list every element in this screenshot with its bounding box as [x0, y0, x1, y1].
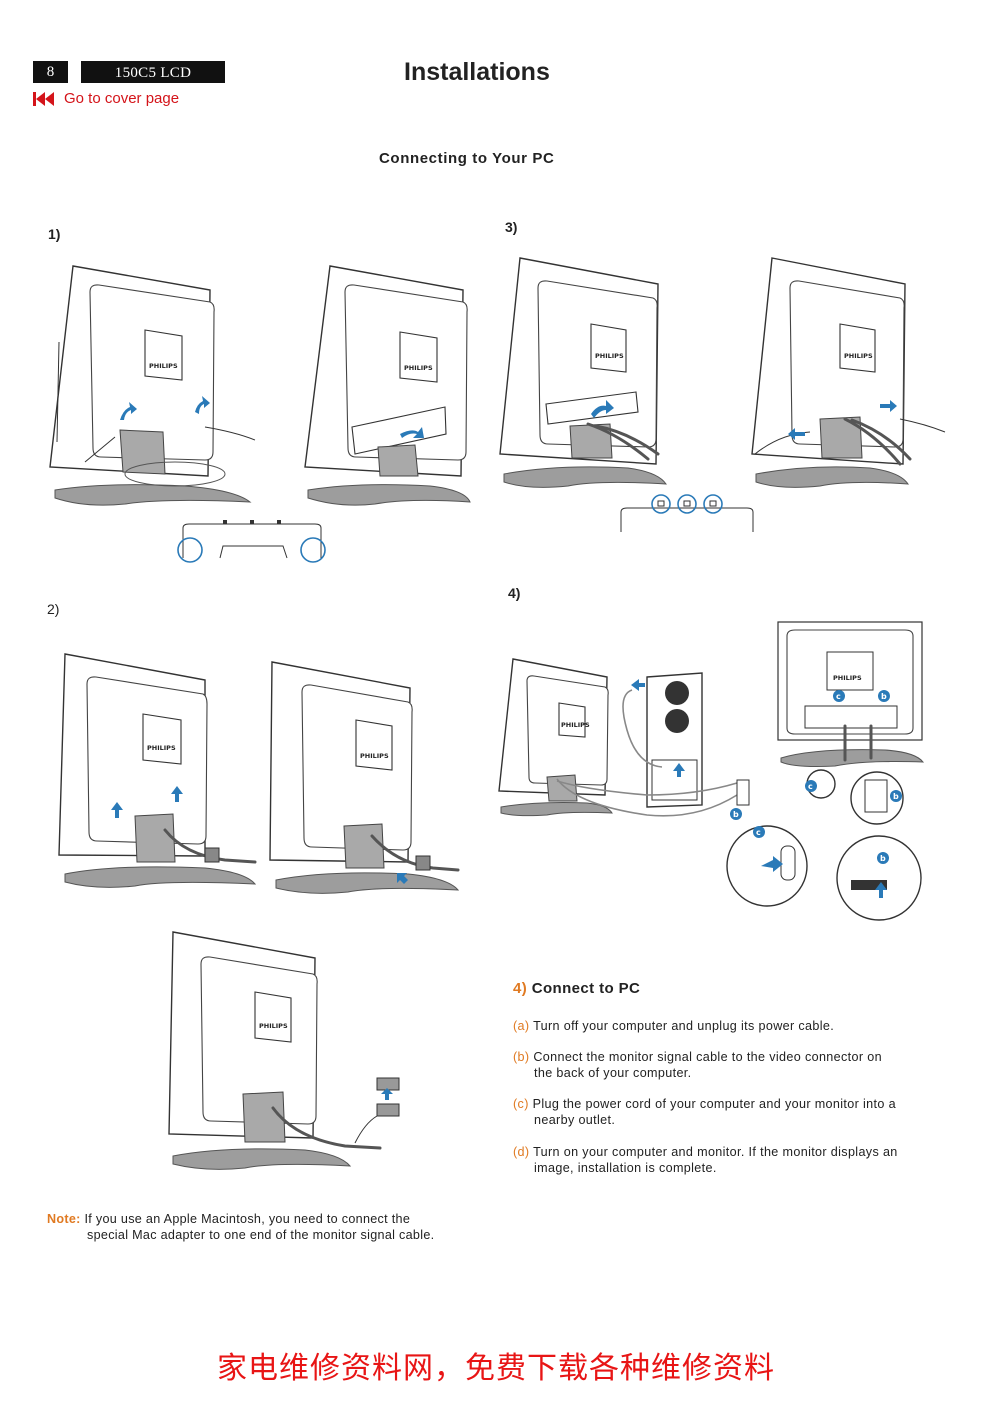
- connect-heading: 4) Connect to PC: [513, 980, 640, 997]
- brand-logo-text: PHILIPS: [561, 721, 590, 729]
- instruction-label: (d): [513, 1145, 530, 1159]
- step3-cover-detail-illustration: [620, 494, 754, 532]
- page-number: 8: [33, 61, 68, 83]
- note-text-continued: special Mac adapter to one end of the mo…: [87, 1228, 435, 1242]
- note-text: If you use an Apple Macintosh, you need …: [84, 1212, 411, 1226]
- instruction-item-d: (d) Turn on your computer and monitor. I…: [513, 1144, 933, 1176]
- brand-logo-text: PHILIPS: [360, 752, 389, 760]
- instruction-text: Connect the monitor signal cable to the …: [533, 1050, 882, 1064]
- instruction-item-b: (b) Connect the monitor signal cable to …: [513, 1049, 933, 1081]
- step-2-label: 2): [47, 601, 60, 617]
- step1-monitor-b-illustration: PHILIPS: [304, 265, 471, 506]
- badge-b-label: b: [893, 792, 899, 801]
- instruction-text-continued: the back of your computer.: [534, 1066, 692, 1080]
- brand-logo-text: PHILIPS: [595, 352, 624, 360]
- brand-logo-text: PHILIPS: [844, 352, 873, 360]
- instruction-label: (c): [513, 1097, 529, 1111]
- badge-c-label: c: [808, 782, 813, 791]
- go-to-cover-link[interactable]: Go to cover page: [33, 89, 179, 109]
- step4-connection-diagram: PHILIPS b: [498, 658, 750, 820]
- brand-logo-text: PHILIPS: [404, 364, 433, 372]
- cover-link-label[interactable]: Go to cover page: [64, 90, 180, 107]
- brand-logo-text: PHILIPS: [147, 744, 176, 752]
- step2-monitor-b-illustration: PHILIPS: [269, 661, 460, 894]
- step3-monitor-b-illustration: PHILIPS: [751, 257, 946, 488]
- mac-note: Note: If you use an Apple Macintosh, you…: [47, 1211, 477, 1243]
- badge-b-label: b: [733, 810, 739, 819]
- instruction-item-a: (a) Turn off your computer and unplug it…: [513, 1018, 933, 1034]
- footer-watermark-text: 家电维修资料网，免费下载各种维修资料: [217, 1351, 775, 1386]
- badge-c-label: c: [836, 692, 841, 701]
- step3-monitor-a-illustration: PHILIPS: [499, 257, 667, 488]
- step2-mac-adapter-illustration: PHILIPS: [168, 931, 400, 1170]
- page-title: Installations: [404, 58, 550, 86]
- step2-monitor-a-illustration: PHILIPS: [58, 653, 257, 888]
- section-subtitle: Connecting to Your PC: [379, 150, 555, 167]
- step-4-label: 4): [508, 585, 521, 601]
- brand-logo-text: PHILIPS: [833, 674, 862, 682]
- badge-b-label: b: [880, 854, 886, 863]
- step-3-label: 3): [505, 219, 518, 235]
- instruction-text-continued: image, installation is complete.: [534, 1161, 717, 1175]
- instruction-label: (b): [513, 1050, 530, 1064]
- brand-logo-text: PHILIPS: [149, 362, 178, 370]
- instruction-text: Turn on your computer and monitor. If th…: [533, 1145, 898, 1159]
- step1-monitor-a-illustration: PHILIPS: [49, 265, 256, 506]
- brand-logo-text: PHILIPS: [259, 1022, 288, 1030]
- step4-detail-circles-illustration: c b c b: [726, 769, 922, 921]
- instruction-text: Turn off your computer and unplug its po…: [533, 1019, 835, 1033]
- badge-c-label: c: [756, 828, 761, 837]
- step4-monitor-back-illustration: PHILIPS c b: [777, 621, 925, 767]
- badge-b-label: b: [881, 692, 887, 701]
- rewind-icon: [33, 92, 54, 106]
- connect-heading-text: Connect to PC: [531, 980, 641, 997]
- note-label: Note:: [47, 1212, 81, 1226]
- instruction-item-c: (c) Plug the power cord of your computer…: [513, 1096, 933, 1128]
- connect-heading-number: 4): [513, 980, 528, 997]
- instruction-label: (a): [513, 1019, 530, 1033]
- instruction-text: Plug the power cord of your computer and…: [532, 1097, 896, 1111]
- model-badge: 150C5 LCD: [81, 61, 225, 83]
- instruction-text-continued: nearby outlet.: [534, 1113, 616, 1127]
- step-1-label: 1): [48, 226, 61, 242]
- step1-cover-detail-illustration: [177, 520, 326, 563]
